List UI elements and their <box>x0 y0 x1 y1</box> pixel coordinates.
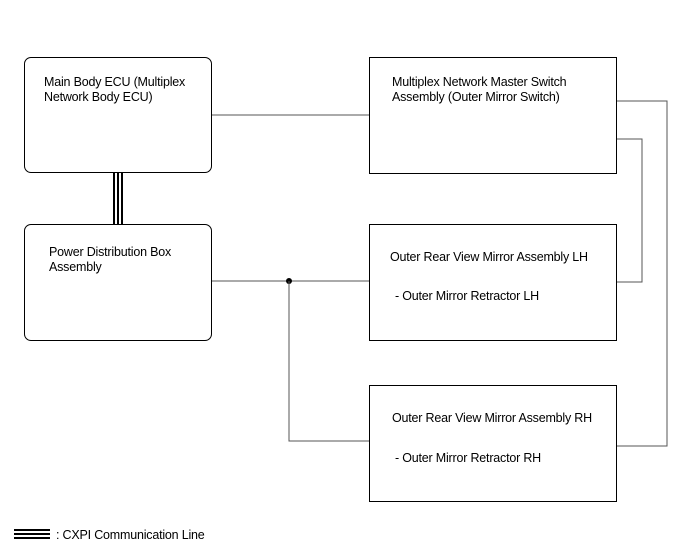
mirror-lh-title: Outer Rear View Mirror Assembly LH <box>390 250 588 264</box>
power-distribution-box <box>24 224 212 341</box>
mirror-rh-title: Outer Rear View Mirror Assembly RH <box>392 411 592 425</box>
wire-junction-to-mirror-rh <box>288 281 370 442</box>
master-switch-label-line1: Multiplex Network Master Switch <box>392 75 567 89</box>
mirror-rh-retractor: - Outer Mirror Retractor RH <box>395 451 542 465</box>
legend-cxpi-line-sample <box>14 529 50 539</box>
master-switch-box <box>369 57 617 174</box>
master-switch-label-line2: Assembly (Outer Mirror Switch) <box>392 90 560 104</box>
main-body-ecu-box <box>24 57 212 173</box>
power-distribution-label-line2: Assembly <box>49 260 102 274</box>
wire-master-switch-to-mirror-lh <box>616 138 643 283</box>
wire-master-switch-to-mirror-rh <box>616 100 668 447</box>
mirror-lh-retractor: - Outer Mirror Retractor LH <box>395 289 539 303</box>
mirror-rh-box <box>369 385 617 502</box>
cxpi-communication-line <box>113 172 123 225</box>
mirror-lh-box <box>369 224 617 341</box>
main-body-ecu-label-line1: Main Body ECU (Multiplex <box>44 75 186 89</box>
main-body-ecu-label-line2: Network Body ECU) <box>44 90 153 104</box>
power-distribution-label-line1: Power Distribution Box <box>49 245 172 259</box>
legend-label: : CXPI Communication Line <box>56 528 205 542</box>
